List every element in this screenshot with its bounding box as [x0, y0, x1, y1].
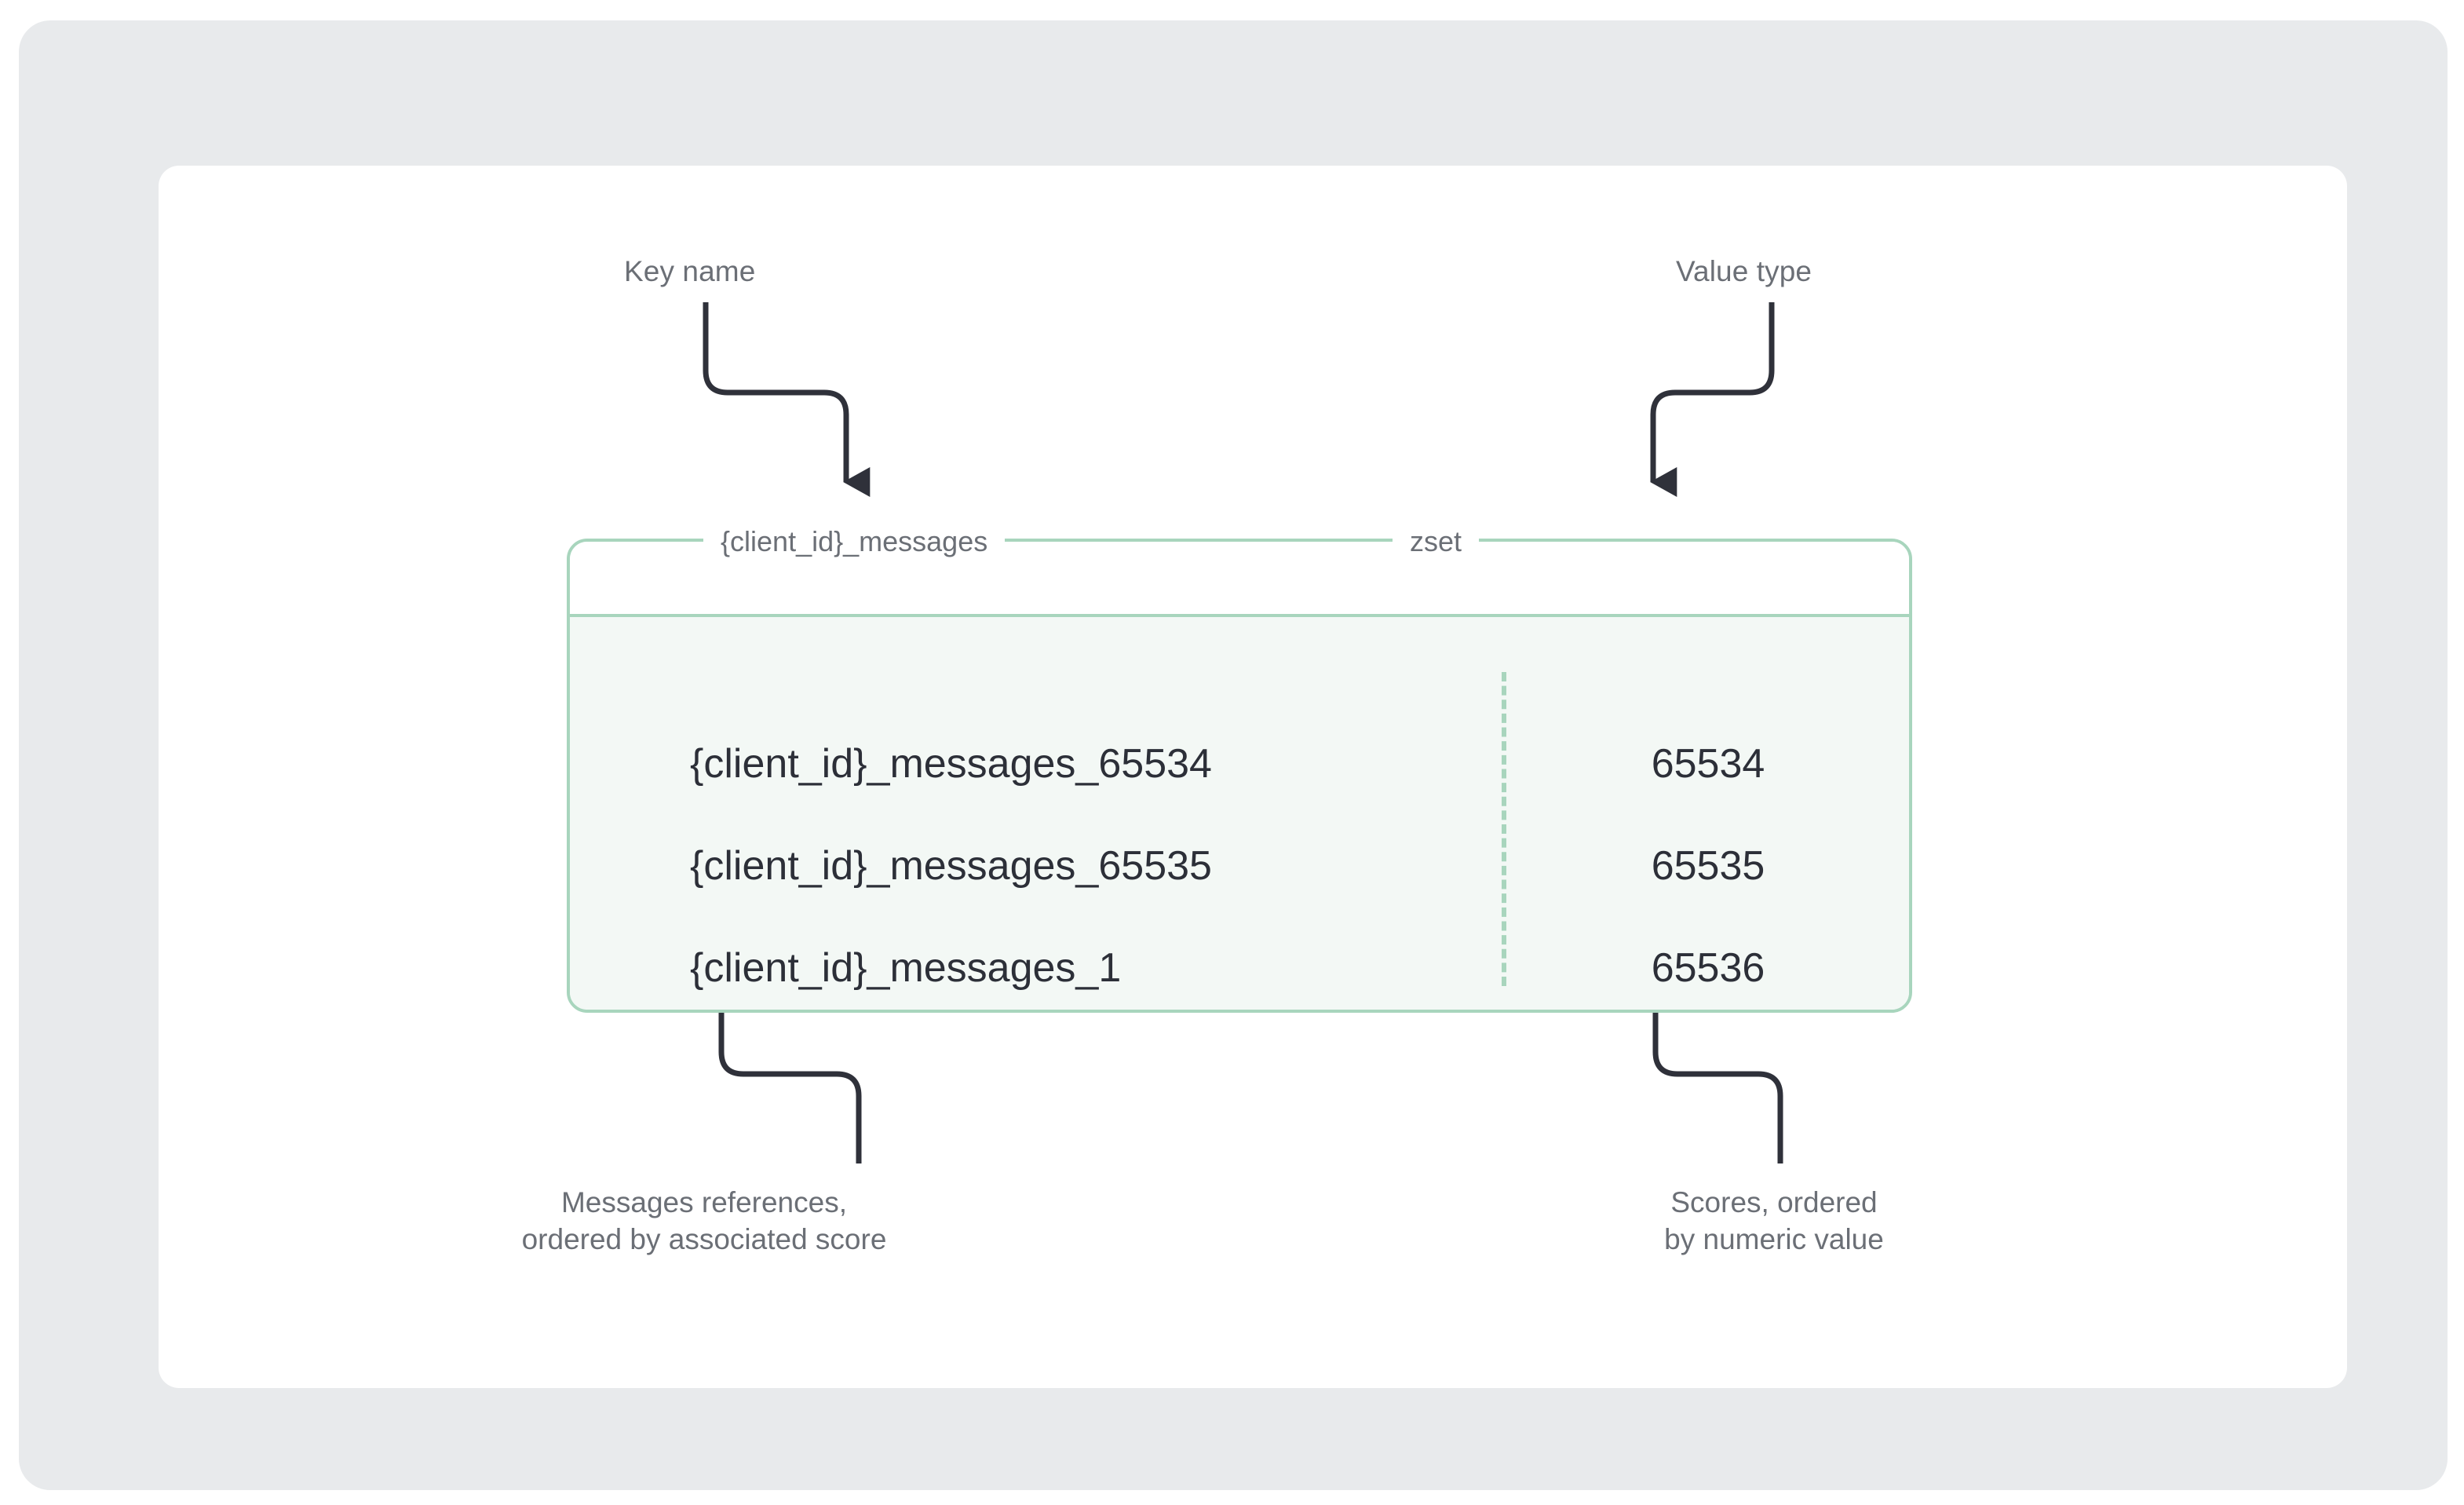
row-member: {client_id}_messages_65535 — [690, 843, 1212, 889]
callout-line-1: Scores, ordered — [1670, 1186, 1878, 1218]
column-divider — [1502, 672, 1506, 986]
callout-label-key-name: Key name — [624, 255, 756, 287]
zset-box: {client_id}_messages_65534 65534 {client… — [567, 521, 1912, 1013]
callout-label-messages-references: Messages references, ordered by associat… — [484, 1184, 924, 1258]
callout-line-2: by numeric value — [1664, 1223, 1884, 1256]
zset-row: {client_id}_messages_65535 65535 — [570, 815, 1909, 917]
row-score: 65534 — [1651, 741, 1765, 787]
callout-label-scores: Scores, ordered by numeric value — [1617, 1184, 1931, 1258]
zset-box-body: {client_id}_messages_65534 65534 {client… — [570, 617, 1909, 1010]
zset-box-value-type-legend: zset — [1393, 521, 1480, 562]
callout-line-1: Messages references, — [560, 1186, 847, 1218]
zset-row: {client_id}_messages_1 65536 — [570, 917, 1909, 1019]
zset-rows: {client_id}_messages_65534 65534 {client… — [570, 617, 1909, 1010]
row-score: 65535 — [1651, 843, 1765, 889]
zset-box-key-name-legend: {client_id}_messages — [703, 521, 1006, 562]
callout-label-value-type: Value type — [1676, 255, 1812, 287]
row-member: {client_id}_messages_65534 — [690, 741, 1212, 787]
row-score: 65536 — [1651, 945, 1765, 991]
callout-line-2: ordered by associated score — [521, 1223, 887, 1256]
row-member: {client_id}_messages_1 — [690, 945, 1122, 991]
zset-row: {client_id}_messages_65534 65534 — [570, 713, 1909, 815]
